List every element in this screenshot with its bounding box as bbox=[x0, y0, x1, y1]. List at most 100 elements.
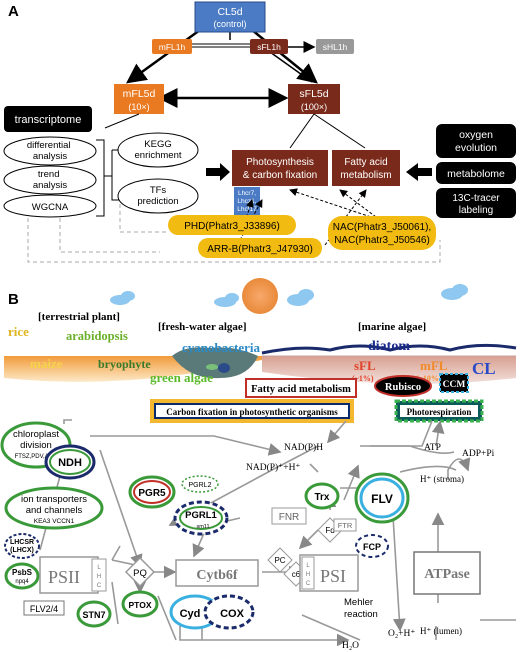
analysis-wgcna-label: WGCNA bbox=[32, 202, 69, 213]
cytb6f-node bbox=[175, 559, 259, 587]
psi-lhc-h: H bbox=[306, 572, 310, 578]
h-lumen-label: H⁺ (lumen) bbox=[420, 626, 462, 636]
maize-label: maize bbox=[30, 356, 63, 371]
green-algae-label: green algae bbox=[150, 370, 213, 385]
psi-label: PSI bbox=[320, 566, 346, 586]
psii-lhc-h: H bbox=[97, 574, 101, 580]
fd-label: Fd bbox=[325, 526, 334, 535]
metabolome-label: metabolome bbox=[447, 168, 505, 180]
sfl1h-label: sFL1h bbox=[257, 42, 281, 52]
ndh-node bbox=[44, 444, 96, 480]
ion-line1: ion transporters bbox=[21, 494, 87, 505]
cox-node bbox=[203, 594, 255, 630]
fatty-acid-box bbox=[332, 150, 400, 186]
shl1h-label: sHL1h bbox=[323, 42, 348, 52]
transcriptome-node bbox=[4, 106, 92, 132]
pgrl1-label: PGRL1 bbox=[185, 510, 217, 521]
shl1h-node bbox=[316, 39, 354, 54]
cl5d-node bbox=[194, 1, 266, 33]
c6-label: c6 bbox=[292, 570, 301, 579]
chloroplast-line1: chloroplast bbox=[13, 429, 59, 440]
lhcsr-1: LHCSR bbox=[10, 539, 34, 546]
fnr-node bbox=[271, 507, 307, 525]
tracer-node bbox=[436, 188, 516, 218]
rubisco-node bbox=[374, 375, 432, 397]
o2-label: O₂+H⁺ bbox=[388, 629, 415, 639]
chloroplast-genes: FTSZ,PDV,ARC bbox=[15, 454, 58, 460]
flv24-label: FLV2/4 bbox=[30, 604, 58, 614]
phd-tf bbox=[168, 215, 296, 235]
panel-a-label: A bbox=[8, 3, 19, 20]
sfl5d-label: sFL5d bbox=[299, 88, 328, 100]
photosynthesis-line1: Photosynthesis bbox=[246, 157, 314, 168]
mfl1h-label: mFL1h bbox=[159, 42, 186, 52]
fatty-line1: Fatty acid bbox=[344, 157, 387, 168]
lhcf-1: Lhcr7, bbox=[238, 190, 256, 197]
fcp-label: FCP bbox=[363, 542, 381, 552]
phd-label: PHD(Phatr3_J33896) bbox=[184, 221, 280, 232]
psbs-label: PsbS bbox=[12, 568, 33, 577]
lhcsr-2: (LHCX) bbox=[10, 547, 34, 554]
atp-label: ATP bbox=[424, 443, 441, 453]
mehler-2: reaction bbox=[344, 609, 378, 620]
psii-node bbox=[39, 556, 99, 594]
arabidopsis-label: arabidopsis bbox=[66, 329, 128, 343]
psi-lhc-l: L bbox=[306, 563, 310, 569]
pgrl2-label: PGRL2 bbox=[189, 482, 212, 489]
nadp-label: NAD(P)⁺+H⁺ bbox=[246, 462, 300, 473]
marine-label: [marine algae] bbox=[358, 321, 426, 333]
lhcf-3: Lhcf17 bbox=[237, 206, 257, 213]
oxygen-node bbox=[436, 124, 516, 158]
fatty-acid-metabolism-box bbox=[245, 378, 357, 398]
tracer-1: 13C-tracer bbox=[452, 193, 500, 204]
fatty-line2: metabolism bbox=[340, 170, 391, 181]
cyanobacteria-label: cyanobacteria bbox=[182, 340, 260, 355]
pc-label: PC bbox=[274, 556, 285, 565]
analysis-differential: differential analysis bbox=[3, 136, 97, 166]
cl5d-sub: (control) bbox=[213, 19, 246, 29]
ion-genes: KEA3 VCCN1 bbox=[34, 518, 75, 525]
sm11-label: sm11 bbox=[196, 524, 209, 530]
photosynthesis-line2: & carbon fixation bbox=[243, 170, 318, 181]
analysis-trend: trend analysis bbox=[3, 165, 97, 195]
h-stroma-label: H⁺ (stroma) bbox=[420, 474, 464, 484]
svg-text:trend analysis: trend analysis bbox=[33, 169, 68, 191]
flv24-node bbox=[23, 600, 65, 616]
cytb6f-label: Cytb6f bbox=[196, 568, 238, 583]
nac-1: NAC(Phatr3_J50061), bbox=[333, 222, 431, 233]
bryophyte-label: bryophyte bbox=[98, 357, 151, 371]
ftr-node bbox=[333, 518, 357, 532]
pc-node bbox=[267, 547, 293, 573]
cloud-icon bbox=[110, 284, 468, 307]
mfl1h-node bbox=[152, 39, 192, 54]
sfl-label: sFL bbox=[354, 358, 376, 373]
transcriptome-label: transcriptome bbox=[15, 114, 82, 126]
mfl5d-label: mFL5d bbox=[123, 88, 156, 100]
psii-label: PSII bbox=[48, 567, 80, 587]
nac-tf bbox=[328, 216, 436, 250]
psii-lhc-c: C bbox=[97, 583, 102, 589]
psbs-node bbox=[4, 562, 40, 590]
chloroplast-line2: division bbox=[20, 440, 52, 451]
h2o-label: H₂O bbox=[342, 641, 359, 651]
tracer-2: labeling bbox=[459, 205, 493, 216]
ptox-label: PTOX bbox=[129, 600, 152, 610]
pgr5-label: PGR5 bbox=[138, 488, 166, 499]
stn7-label: STN7 bbox=[82, 610, 105, 620]
ion-line2: and channels bbox=[26, 505, 83, 516]
trx-node bbox=[304, 482, 340, 510]
fatty-acid-metabolism-label: Fatty acid metabolism bbox=[251, 384, 351, 395]
npq4-label: npq4 bbox=[15, 579, 29, 585]
cl5d-label: CL5d bbox=[217, 6, 242, 18]
fnr-label: FNR bbox=[279, 512, 300, 523]
sun-icon bbox=[242, 278, 278, 314]
flv-label: FLV bbox=[371, 492, 393, 506]
photorespiration-label: Photorespiration bbox=[407, 407, 472, 417]
atpase-label: ATPase bbox=[424, 567, 470, 582]
metabolome-node bbox=[436, 162, 516, 184]
pq-node bbox=[124, 556, 156, 588]
ccm-label: CCM bbox=[443, 380, 466, 390]
